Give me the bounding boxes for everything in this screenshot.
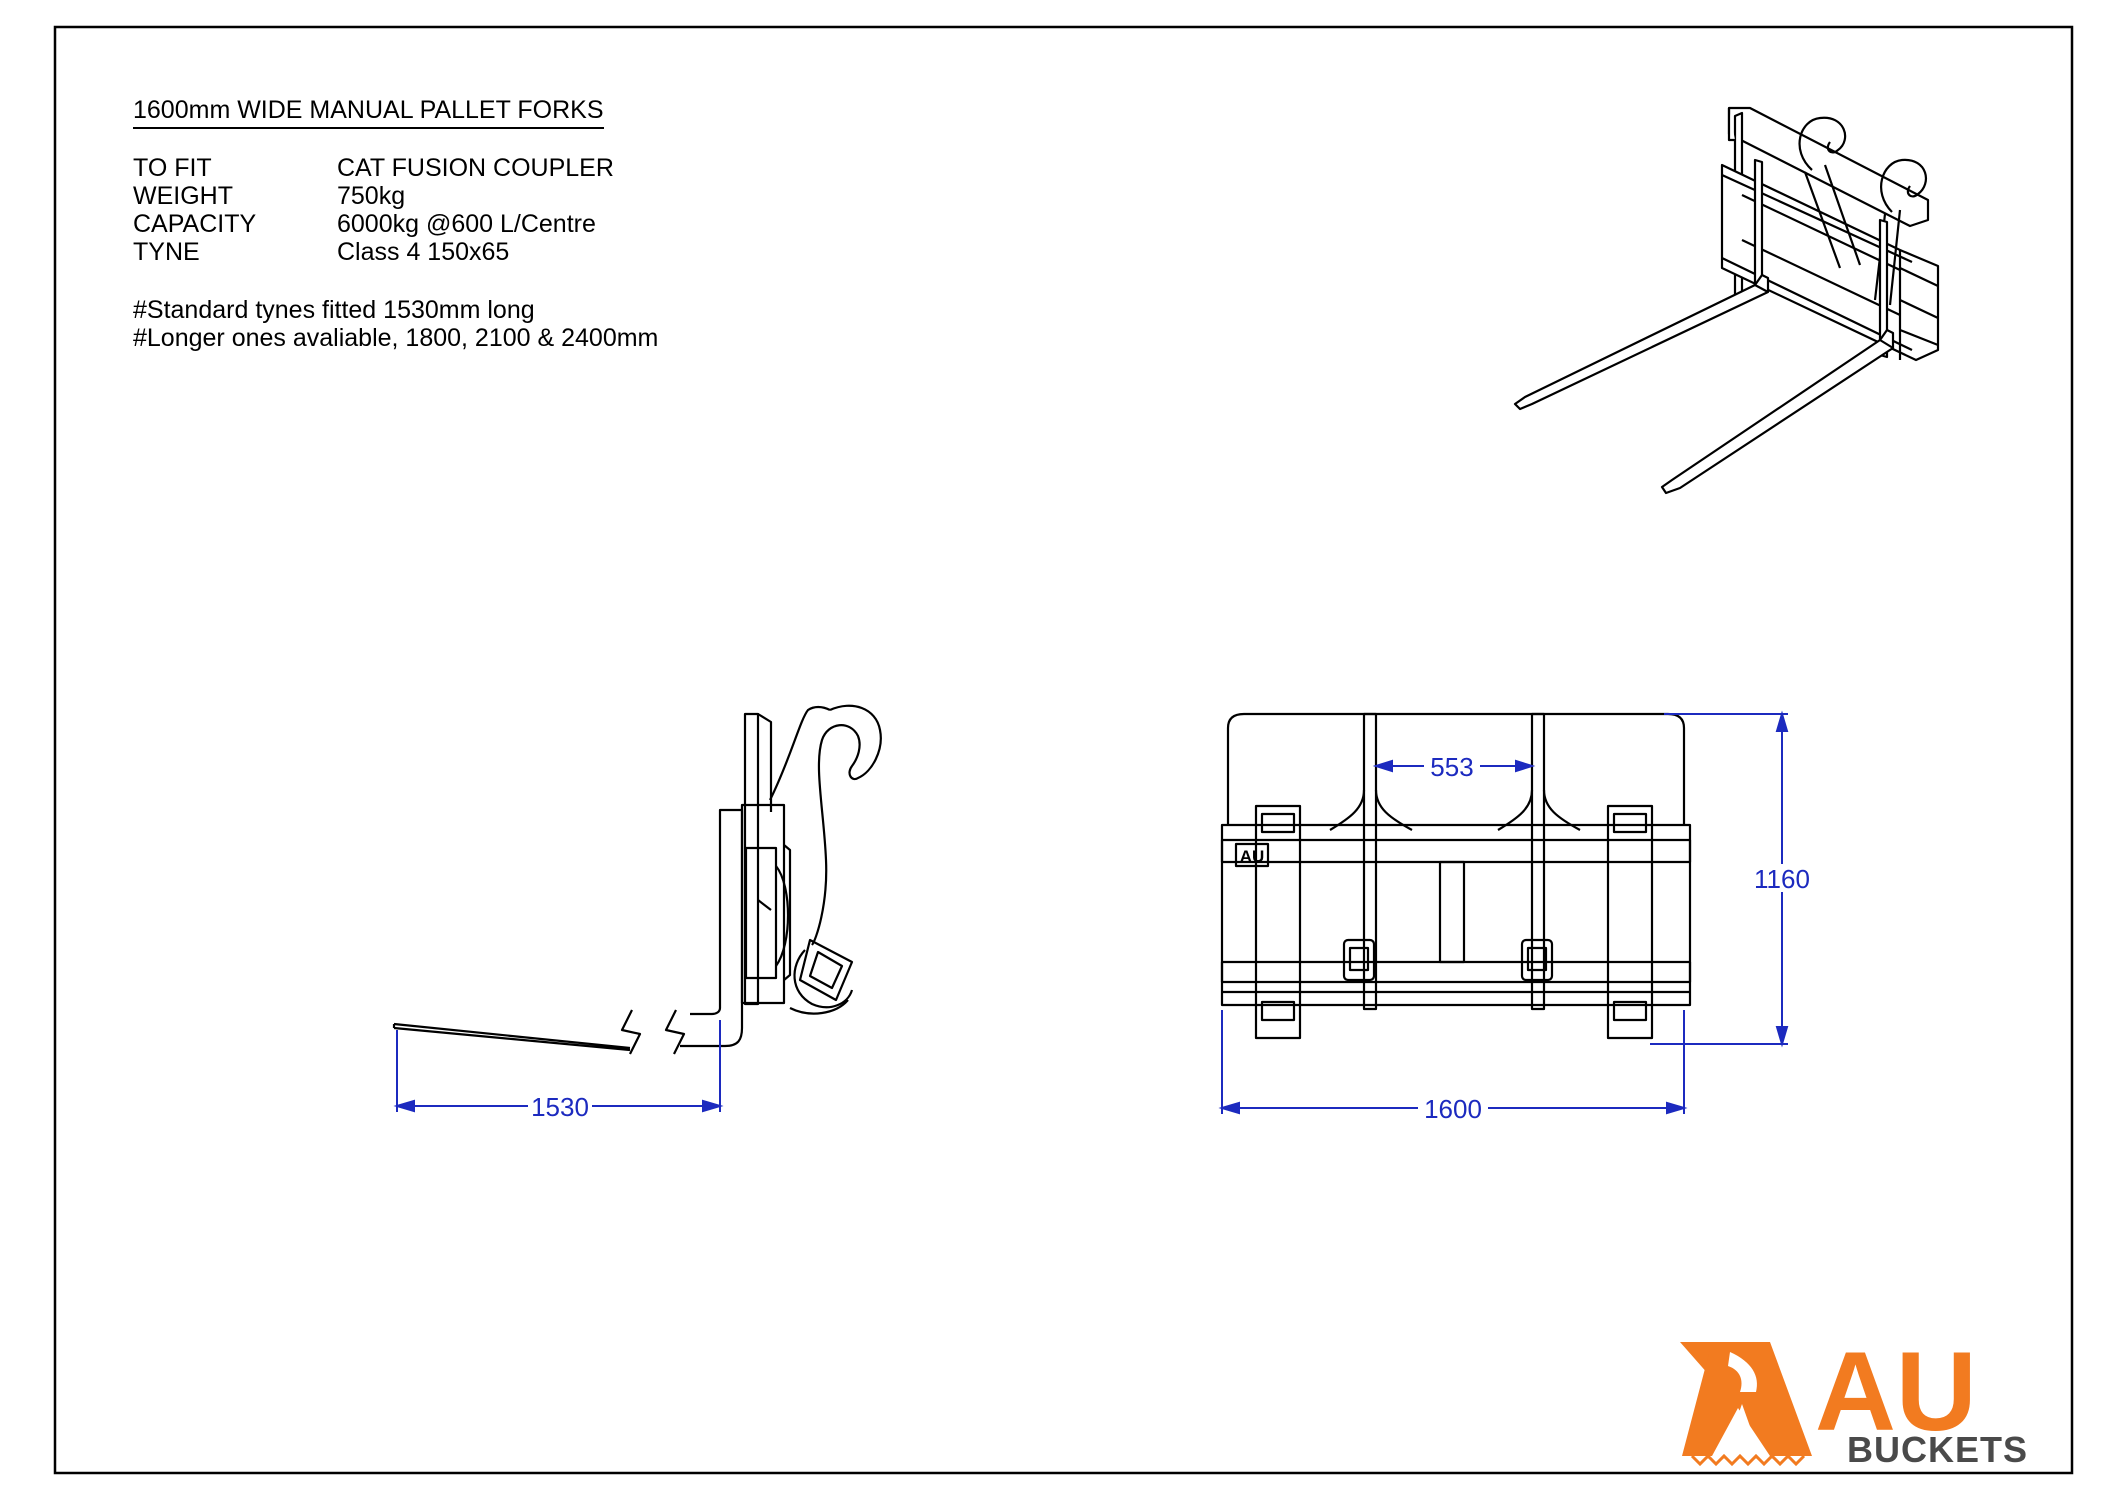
tyne-spacing-label: 553 <box>1430 752 1473 782</box>
spec-value: CAT FUSION COUPLER <box>337 154 614 182</box>
spec-label: WEIGHT <box>133 182 233 210</box>
side-view <box>392 704 882 1055</box>
spec-label: TO FIT <box>133 154 212 182</box>
side-length-label: 1530 <box>531 1092 589 1122</box>
spec-value: Class 4 150x65 <box>337 238 510 266</box>
au-buckets-logo: AU BUCKETS <box>1680 1329 2028 1470</box>
spec-label: TYNE <box>133 238 200 266</box>
front-height-label: 1160 <box>1754 864 1810 894</box>
logo-subtitle: BUCKETS <box>1847 1429 2028 1470</box>
front-dimensions <box>1218 710 1789 1115</box>
logo-letters: AU <box>1815 1329 1977 1454</box>
front-width-label: 1600 <box>1424 1094 1482 1124</box>
plate-badge: AU <box>1240 847 1265 866</box>
isometric-view <box>1513 106 1940 495</box>
drawing-border <box>53 25 2074 1475</box>
spec-value: 6000kg @600 L/Centre <box>337 210 596 238</box>
note-longer-tynes: #Longer ones avaliable, 1800, 2100 & 240… <box>133 324 659 352</box>
note-standard-tynes: #Standard tynes fitted 1530mm long <box>133 296 535 324</box>
front-view <box>1220 712 1692 1040</box>
spec-value: 750kg <box>337 182 406 210</box>
drawing-title: 1600mm WIDE MANUAL PALLET FORKS <box>133 96 604 129</box>
spec-label: CAPACITY <box>133 210 257 238</box>
